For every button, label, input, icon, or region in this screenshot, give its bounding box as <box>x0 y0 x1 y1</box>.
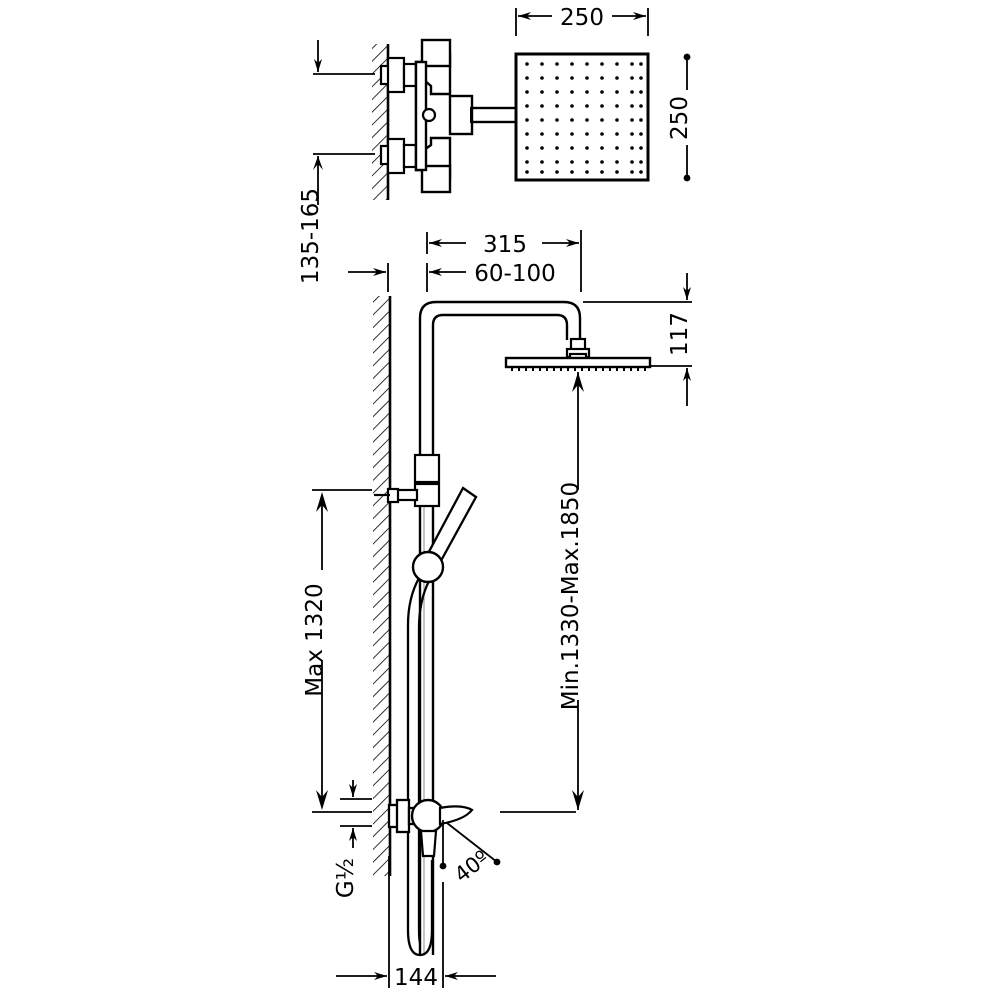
hand-shower-slider-bracket <box>386 453 441 508</box>
mixer-outlet <box>419 829 438 858</box>
dim-label-head-width: 250 <box>560 5 604 31</box>
dim-label-wall-offset: 60-100 <box>474 261 555 287</box>
dim-label-base-width: 144 <box>394 965 438 991</box>
square-head-nozzles <box>525 62 643 174</box>
dim-label-head-drop: 117 <box>667 312 693 356</box>
dim-label-rail-height-max: Max 1320 <box>302 583 328 696</box>
shower-arm-top <box>448 94 519 136</box>
thermostatic-mixer-top <box>414 38 452 194</box>
dim-label-inlet-spacing: 135-165 <box>298 188 324 284</box>
wall-section-hatched-main <box>373 296 392 876</box>
dim-label-thread: G½ <box>333 858 359 898</box>
mixer-indicator-top <box>421 107 437 123</box>
dim-outlet-angle <box>439 820 501 870</box>
square-shower-head <box>514 52 650 182</box>
mixer-lever <box>438 805 474 826</box>
dim-head-drop-117 <box>583 273 692 406</box>
flexible-hose <box>406 577 434 957</box>
dim-wall-offset-60-100 <box>348 263 466 292</box>
hand-shower-head <box>411 550 445 584</box>
dim-head-height-range <box>500 372 584 813</box>
riser-pipe <box>418 300 582 955</box>
dim-base-width-144 <box>336 856 496 988</box>
dim-label-head-height-range: Min.1330-Max.1850 <box>558 482 584 710</box>
dim-rail-height-max <box>312 489 372 813</box>
round-head-nozzles <box>511 367 646 371</box>
main-elevation-view <box>373 296 652 957</box>
dim-arm-reach-315 <box>426 230 582 292</box>
wall-connectors-top <box>379 56 418 175</box>
dim-thread-g-half <box>340 780 372 848</box>
dim-inlet-spacing-135-165 <box>313 40 375 205</box>
top-assembly-view <box>372 38 650 200</box>
dim-label-outlet-angle: 40º <box>450 846 494 887</box>
dim-label-arm-reach: 315 <box>483 232 527 258</box>
dim-head-width-250 <box>515 8 649 36</box>
round-shower-head <box>504 356 652 371</box>
dim-label-head-height: 250 <box>667 96 693 140</box>
